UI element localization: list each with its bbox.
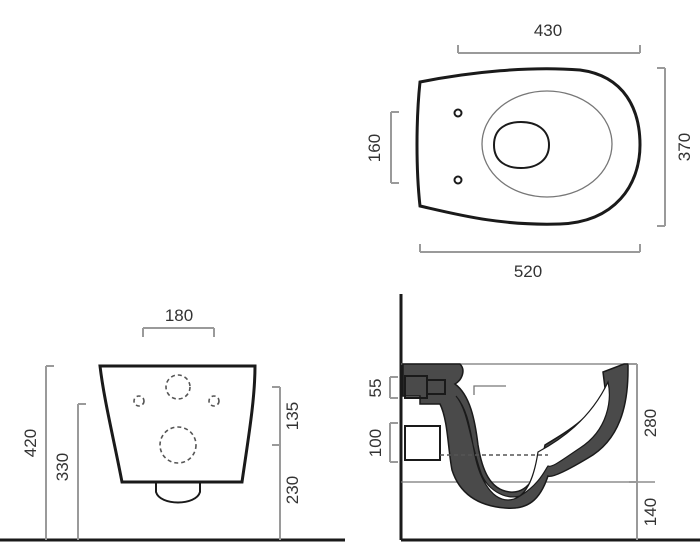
front-height-inner-dimension-line — [77, 403, 86, 540]
top-seat-spacing-dimension-line — [390, 111, 399, 184]
front-view-inlet-hole — [165, 374, 191, 400]
side-height-upper-dimension-line — [629, 363, 638, 483]
side-view-bowl-inner — [455, 380, 610, 501]
top-length-dimension-line — [419, 244, 641, 253]
side-height-lower-label: 140 — [641, 498, 660, 526]
front-height-total-dimension-line — [45, 365, 54, 540]
side-inlet-label: 55 — [366, 379, 385, 398]
front-outlet-label: 180 — [165, 306, 193, 325]
front-view-bolt-hole-left — [133, 395, 145, 407]
side-view-outlet-pipe — [404, 425, 441, 461]
front-outlet-dimension-line — [142, 327, 215, 337]
front-height-inner-label: 330 — [53, 453, 72, 481]
front-view-outlet — [155, 482, 201, 504]
side-view: 55 100 280 140 — [366, 294, 700, 542]
front-view-drain-hole — [159, 426, 197, 464]
top-length-label: 520 — [514, 262, 542, 281]
top-seat-spacing-label: 160 — [365, 134, 384, 162]
side-height-upper-label: 280 — [641, 409, 660, 437]
front-view-bolt-hole-right — [208, 395, 220, 407]
top-view-seat-hole-upper — [453, 108, 463, 118]
top-view: 430 370 160 520 — [365, 21, 694, 281]
front-height-upper-label: 135 — [283, 402, 302, 430]
top-width-dimension-line — [457, 45, 641, 54]
top-view-drain — [492, 120, 551, 170]
side-inlet-dimension-line — [389, 376, 398, 399]
top-view-bowl-outline — [415, 67, 642, 226]
front-height-total-label: 420 — [21, 429, 40, 457]
top-width-label: 430 — [534, 21, 562, 40]
front-view-body-outline — [98, 364, 257, 484]
front-height-upper-dimension-line — [272, 386, 281, 446]
side-outlet-label: 100 — [366, 429, 385, 457]
side-view-flush-indicator — [473, 385, 506, 395]
top-view-seat-hole-lower — [453, 175, 463, 185]
front-height-lower-label: 230 — [283, 476, 302, 504]
top-view-inner-rim — [481, 90, 613, 198]
front-view: 180 420 330 135 230 — [0, 306, 345, 542]
side-outlet-dimension-line — [389, 422, 398, 463]
side-view-inlet-connector — [426, 379, 446, 395]
top-depth-dimension-line — [657, 67, 666, 227]
top-depth-label: 370 — [675, 133, 694, 161]
